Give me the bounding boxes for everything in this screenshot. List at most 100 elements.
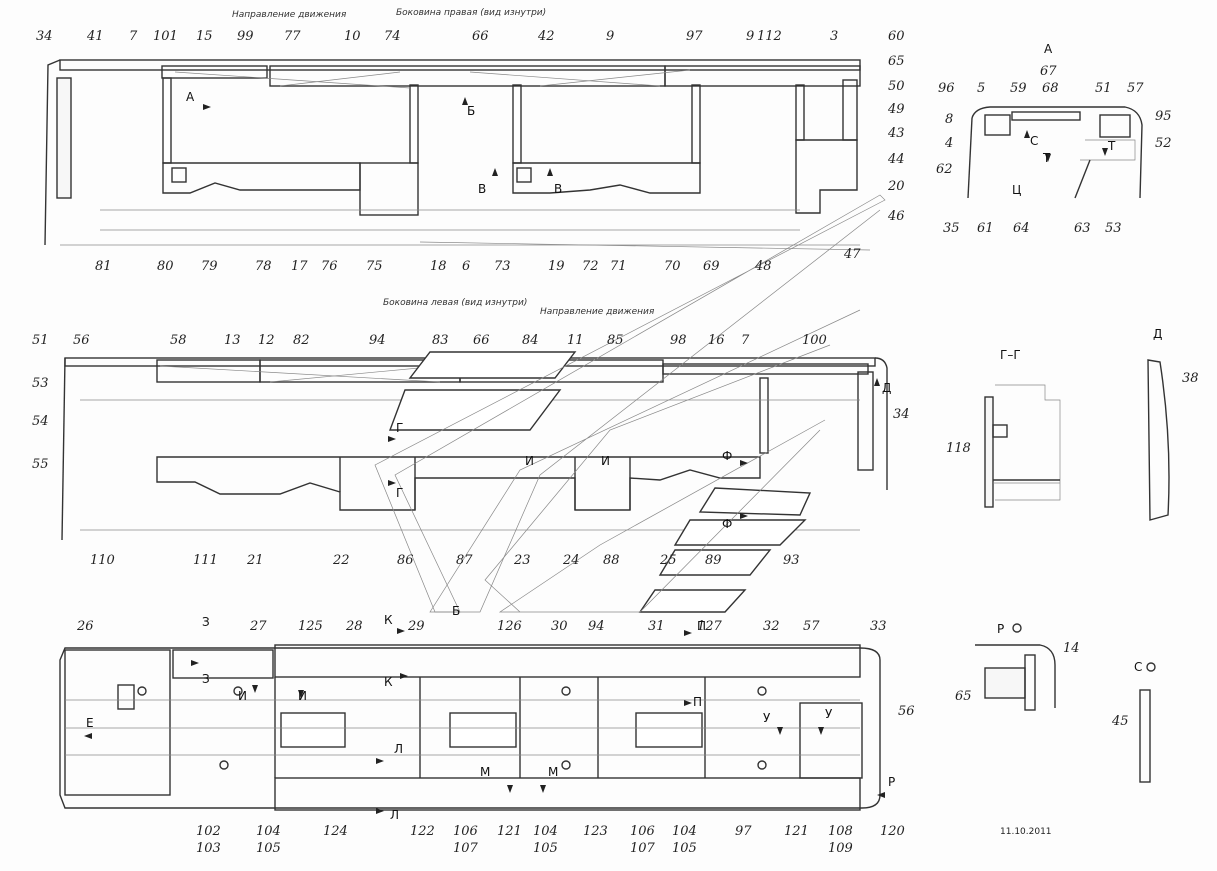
section-marker: Р xyxy=(888,775,895,789)
part-label: 74 xyxy=(384,29,401,44)
part-label: 127 xyxy=(697,619,723,634)
part-label: 48 xyxy=(754,259,772,274)
left-side-panel xyxy=(61,194,888,613)
exploded-panel-93 xyxy=(638,589,747,613)
section-arrow xyxy=(84,733,92,739)
part-label: 65 xyxy=(888,54,905,69)
part-label: 118 xyxy=(946,441,971,456)
hidden-line xyxy=(279,71,401,87)
part-label: 106 xyxy=(630,824,655,839)
part-label: 53 xyxy=(32,376,49,391)
part-label: 34 xyxy=(36,29,53,44)
part-label: 46 xyxy=(887,209,905,224)
hatch-2 xyxy=(516,167,532,183)
part-label: 9 xyxy=(746,29,754,44)
view-s-detail xyxy=(1139,689,1151,783)
fastener-hole xyxy=(561,760,571,770)
part-label: 26 xyxy=(76,619,94,634)
part-label: 44 xyxy=(887,152,905,167)
section-arrow xyxy=(818,727,824,735)
part-label: 109 xyxy=(828,841,853,856)
part-label: 19 xyxy=(548,259,565,274)
part-label: 101 xyxy=(153,29,178,44)
section-marker: Б xyxy=(452,604,460,618)
caption-direction-mid: Направление движения xyxy=(540,307,655,317)
lower-belt-1 xyxy=(162,162,361,194)
part-label: 24 xyxy=(562,553,580,568)
labels-view-a: 67 68 96 5 59 51 57 95 8 4 52 62 35 61 6… xyxy=(936,64,1172,236)
section-marker: Ф xyxy=(722,449,732,463)
section-arrow xyxy=(874,378,880,386)
part-label: 56 xyxy=(898,704,915,719)
view-r-detail xyxy=(975,644,1056,711)
part-label: 124 xyxy=(323,824,348,839)
part-label: 55 xyxy=(32,457,49,472)
projection-leader-3 xyxy=(498,419,826,613)
part-label: 84 xyxy=(522,333,539,348)
view-r-title: Р xyxy=(997,622,1004,636)
part-label: 105 xyxy=(672,841,697,856)
roof-hatch-2 xyxy=(449,712,517,748)
part-label: 43 xyxy=(887,126,905,141)
part-label: 86 xyxy=(397,553,414,568)
part-label: 110 xyxy=(90,553,115,568)
section-marker: М xyxy=(548,765,558,779)
part-label: 5 xyxy=(977,81,985,96)
section-arrow xyxy=(376,758,384,764)
section-marker: М xyxy=(480,765,490,779)
rear-hatch xyxy=(799,702,863,779)
part-label: 105 xyxy=(256,841,281,856)
exploded-panel-84 xyxy=(388,389,562,431)
section-arrow xyxy=(191,660,199,666)
roof-rail-top xyxy=(59,59,861,71)
section-marker: Б xyxy=(467,104,475,118)
part-label: 123 xyxy=(583,824,608,839)
part-label: 13 xyxy=(224,333,241,348)
part-label: 72 xyxy=(582,259,599,274)
section-arrow xyxy=(740,460,748,466)
fastener-hole xyxy=(757,686,767,696)
part-label: 49 xyxy=(887,102,905,117)
part-label: 66 xyxy=(472,29,489,44)
part-label: 63 xyxy=(1074,221,1091,236)
caption-direction-top: Направление движения xyxy=(232,10,347,20)
part-label: 112 xyxy=(757,29,782,44)
part-label: 18 xyxy=(430,259,447,274)
section-marker: И xyxy=(601,454,610,468)
part-label: 57 xyxy=(803,619,820,634)
hidden-line xyxy=(469,71,661,87)
view-d-panel xyxy=(1147,359,1170,521)
section-arrow xyxy=(252,685,258,693)
section-marker: В xyxy=(478,182,486,196)
part-label: 88 xyxy=(603,553,620,568)
part-label: 27 xyxy=(249,619,267,634)
front-compartment xyxy=(64,649,171,796)
part-label: 15 xyxy=(196,29,213,44)
part-label: 94 xyxy=(588,619,605,634)
exploded-panel-89 xyxy=(673,519,807,546)
fastener-hole xyxy=(233,686,243,696)
floor-plan-view xyxy=(59,644,881,811)
part-label: 100 xyxy=(802,333,827,348)
front-pillar-top xyxy=(56,77,72,199)
part-label: 102 xyxy=(196,824,221,839)
hidden-line xyxy=(419,241,871,251)
rear-pillar-mid xyxy=(857,371,874,471)
section-arrow xyxy=(462,97,468,105)
part-label: 79 xyxy=(201,259,218,274)
section-arrow xyxy=(684,630,692,636)
left-roof-duct xyxy=(984,114,1011,136)
view-r-profile xyxy=(975,644,1056,708)
section-marker: У xyxy=(825,707,833,721)
view-d-title: Д xyxy=(1153,327,1162,341)
part-label: 70 xyxy=(664,259,681,274)
part-label: 80 xyxy=(157,259,174,274)
section-arrow xyxy=(1102,148,1108,156)
part-label: 45 xyxy=(1111,714,1129,729)
part-label: 60 xyxy=(888,29,905,44)
section-marker: К xyxy=(384,613,393,627)
part-label: 34 xyxy=(893,407,910,422)
front-vent xyxy=(117,684,135,710)
hidden-line xyxy=(159,365,441,383)
